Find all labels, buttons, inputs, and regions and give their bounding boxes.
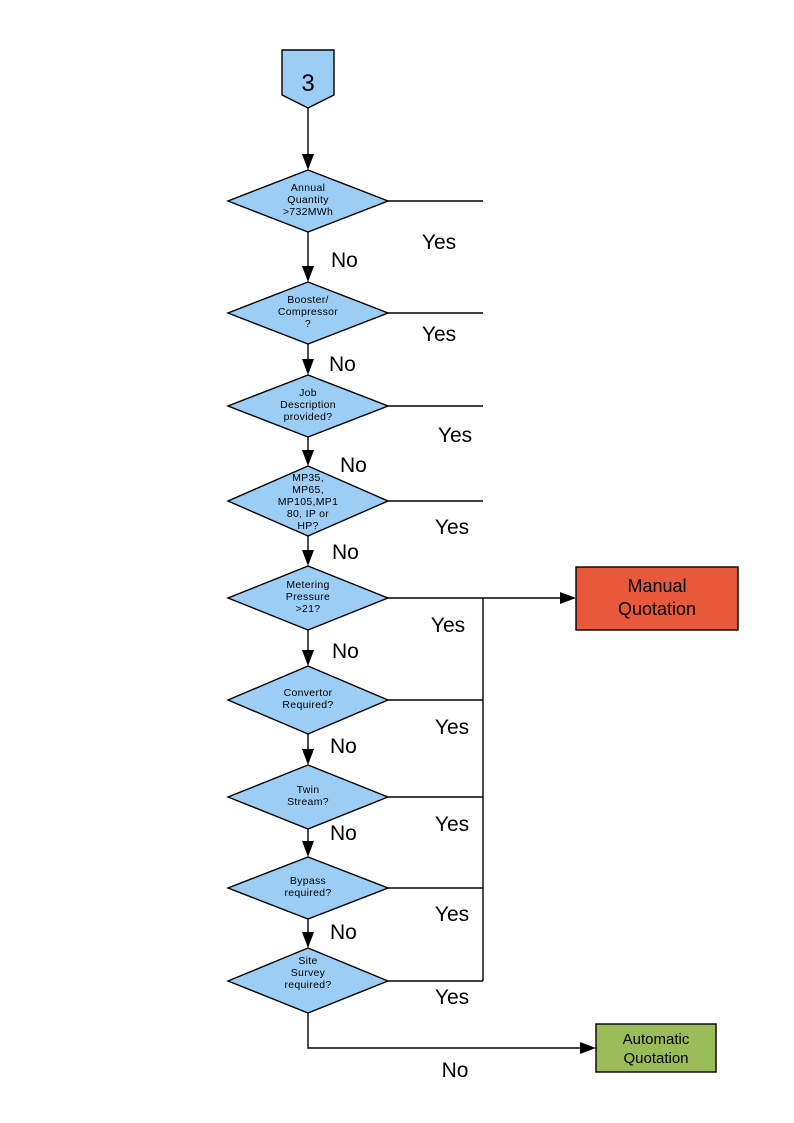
- decision-annual-quantity-line-3: >732MWh: [283, 206, 333, 218]
- off-page-connector-shape: [281, 49, 335, 109]
- decision-twin-stream-line-2: Stream?: [287, 796, 329, 808]
- edge-site-survey-no-to-automatic: [307, 1013, 588, 1049]
- label-annual-quantity-yes: Yes: [422, 231, 456, 254]
- decision-metering-pressure-line-2: Pressure: [286, 591, 330, 603]
- decision-site-survey-line-2: Survey: [291, 967, 326, 979]
- label-final-no: No: [442, 1059, 469, 1082]
- decision-mp-type-line-5: HP?: [297, 520, 318, 532]
- decision-annual-quantity-line-1: Annual: [291, 182, 326, 194]
- decision-metering-pressure-line-3: >21?: [296, 603, 321, 615]
- arrow-head-icon: [302, 650, 314, 666]
- decision-metering-pressure[interactable]: Metering Pressure >21?: [226, 565, 390, 631]
- decision-site-survey-line-1: Site: [298, 955, 317, 967]
- arrow-head-icon: [302, 450, 314, 466]
- decision-job-description-line-3: provided?: [284, 411, 333, 423]
- arrow-head-icon: [302, 749, 314, 765]
- decision-mp-type-line-2: MP65,: [292, 484, 324, 496]
- off-page-connector-3[interactable]: 3: [281, 49, 335, 109]
- decision-booster-compressor-line-1: Booster/: [287, 294, 329, 306]
- decision-twin-stream[interactable]: Twin Stream?: [226, 764, 390, 830]
- terminal-manual-quotation[interactable]: Manual Quotation: [575, 566, 739, 631]
- decision-booster-compressor-line-2: Compressor: [278, 306, 338, 318]
- decision-mp-type-line-4: 80, IP or: [287, 508, 329, 520]
- label-bypass-required-yes: Yes: [435, 903, 469, 926]
- decision-convertor-required[interactable]: Convertor Required?: [226, 665, 390, 735]
- decision-booster-compressor[interactable]: Booster/ Compressor ?: [226, 281, 390, 345]
- arrow-head-icon: [302, 359, 314, 375]
- decision-bypass-required-line-2: required?: [284, 887, 331, 899]
- label-job-description-yes: Yes: [438, 424, 472, 447]
- label-convertor-required-no: No: [330, 735, 357, 758]
- label-booster-compressor-yes: Yes: [422, 323, 456, 346]
- terminal-manual-quotation-box: [575, 566, 739, 631]
- label-site-survey-yes: Yes: [435, 986, 469, 1009]
- decision-bypass-required-line-1: Bypass: [290, 875, 326, 887]
- decision-job-description[interactable]: Job Description provided?: [226, 374, 390, 438]
- terminal-manual-quotation-line-2: Quotation: [618, 599, 696, 619]
- terminal-manual-quotation-line-1: Manual: [627, 576, 686, 596]
- label-convertor-required-yes: Yes: [435, 716, 469, 739]
- decision-convertor-required-line-1: Convertor: [284, 687, 333, 699]
- decision-metering-pressure-line-1: Metering: [286, 579, 329, 591]
- decision-booster-compressor-line-3: ?: [305, 318, 311, 330]
- off-page-connector-label: 3: [301, 70, 314, 97]
- arrow-head-icon: [580, 1042, 596, 1054]
- decision-mp-type-line-1: MP35,: [292, 472, 324, 484]
- decision-annual-quantity-line-2: Quantity: [287, 194, 329, 206]
- decision-convertor-required-line-2: Required?: [282, 699, 333, 711]
- label-mp-type-no: No: [332, 541, 359, 564]
- decision-mp-type[interactable]: MP35, MP65, MP105,MP1 80, IP or HP?: [226, 465, 390, 537]
- arrow-head-icon: [302, 841, 314, 857]
- label-booster-compressor-no: No: [329, 353, 356, 376]
- label-twin-stream-yes: Yes: [435, 813, 469, 836]
- decision-bypass-required[interactable]: Bypass required?: [226, 856, 390, 920]
- decision-site-survey-line-3: required?: [284, 979, 331, 991]
- decision-mp-type-line-3: MP105,MP1: [278, 496, 338, 508]
- label-mp-type-yes: Yes: [435, 516, 469, 539]
- decision-annual-quantity[interactable]: Annual Quantity >732MWh: [226, 169, 390, 233]
- label-twin-stream-no: No: [330, 822, 357, 845]
- terminal-automatic-quotation-line-1: Automatic: [623, 1031, 690, 1048]
- decision-twin-stream-line-1: Twin: [297, 784, 320, 796]
- arrow-head-icon: [302, 932, 314, 948]
- decision-site-survey[interactable]: Site Survey required?: [226, 947, 390, 1014]
- label-annual-quantity-no: No: [331, 249, 358, 272]
- label-metering-pressure-no: No: [332, 640, 359, 663]
- arrow-head-icon: [560, 592, 576, 604]
- decision-job-description-line-1: Job: [299, 387, 317, 399]
- terminal-automatic-quotation[interactable]: Automatic Quotation: [595, 1023, 717, 1073]
- label-bypass-required-no: No: [330, 921, 357, 944]
- label-metering-pressure-yes: Yes: [431, 614, 465, 637]
- arrow-head-icon: [302, 266, 314, 282]
- decision-job-description-line-2: Description: [280, 399, 336, 411]
- label-job-description-no: No: [340, 454, 367, 477]
- arrow-head-icon: [302, 154, 314, 170]
- arrow-head-icon: [302, 550, 314, 566]
- terminal-automatic-quotation-box: [595, 1023, 717, 1073]
- terminal-automatic-quotation-line-2: Quotation: [623, 1050, 688, 1067]
